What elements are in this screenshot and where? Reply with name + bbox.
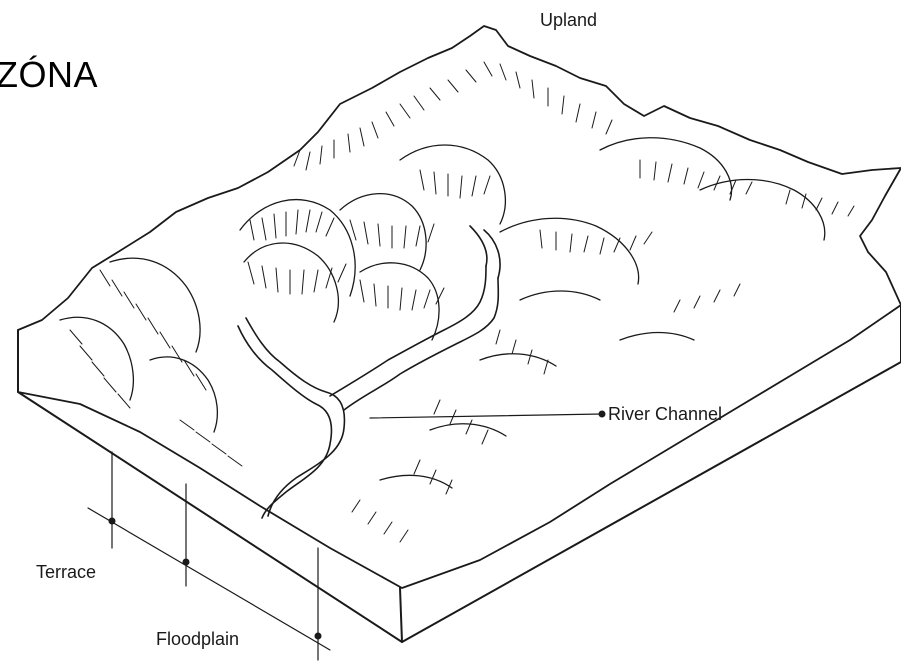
page-title: ZÓNA	[0, 54, 98, 96]
label-leaders	[88, 414, 602, 660]
label-markers	[109, 411, 606, 640]
label-river-channel: River Channel	[608, 404, 722, 425]
label-floodplain: Floodplain	[156, 629, 239, 650]
label-terrace: Terrace	[36, 562, 96, 583]
terrain-outline	[18, 26, 901, 588]
upland-ridges	[60, 138, 825, 488]
label-upland: Upland	[540, 10, 597, 31]
block-slab	[18, 305, 901, 642]
river-channel	[238, 226, 500, 518]
